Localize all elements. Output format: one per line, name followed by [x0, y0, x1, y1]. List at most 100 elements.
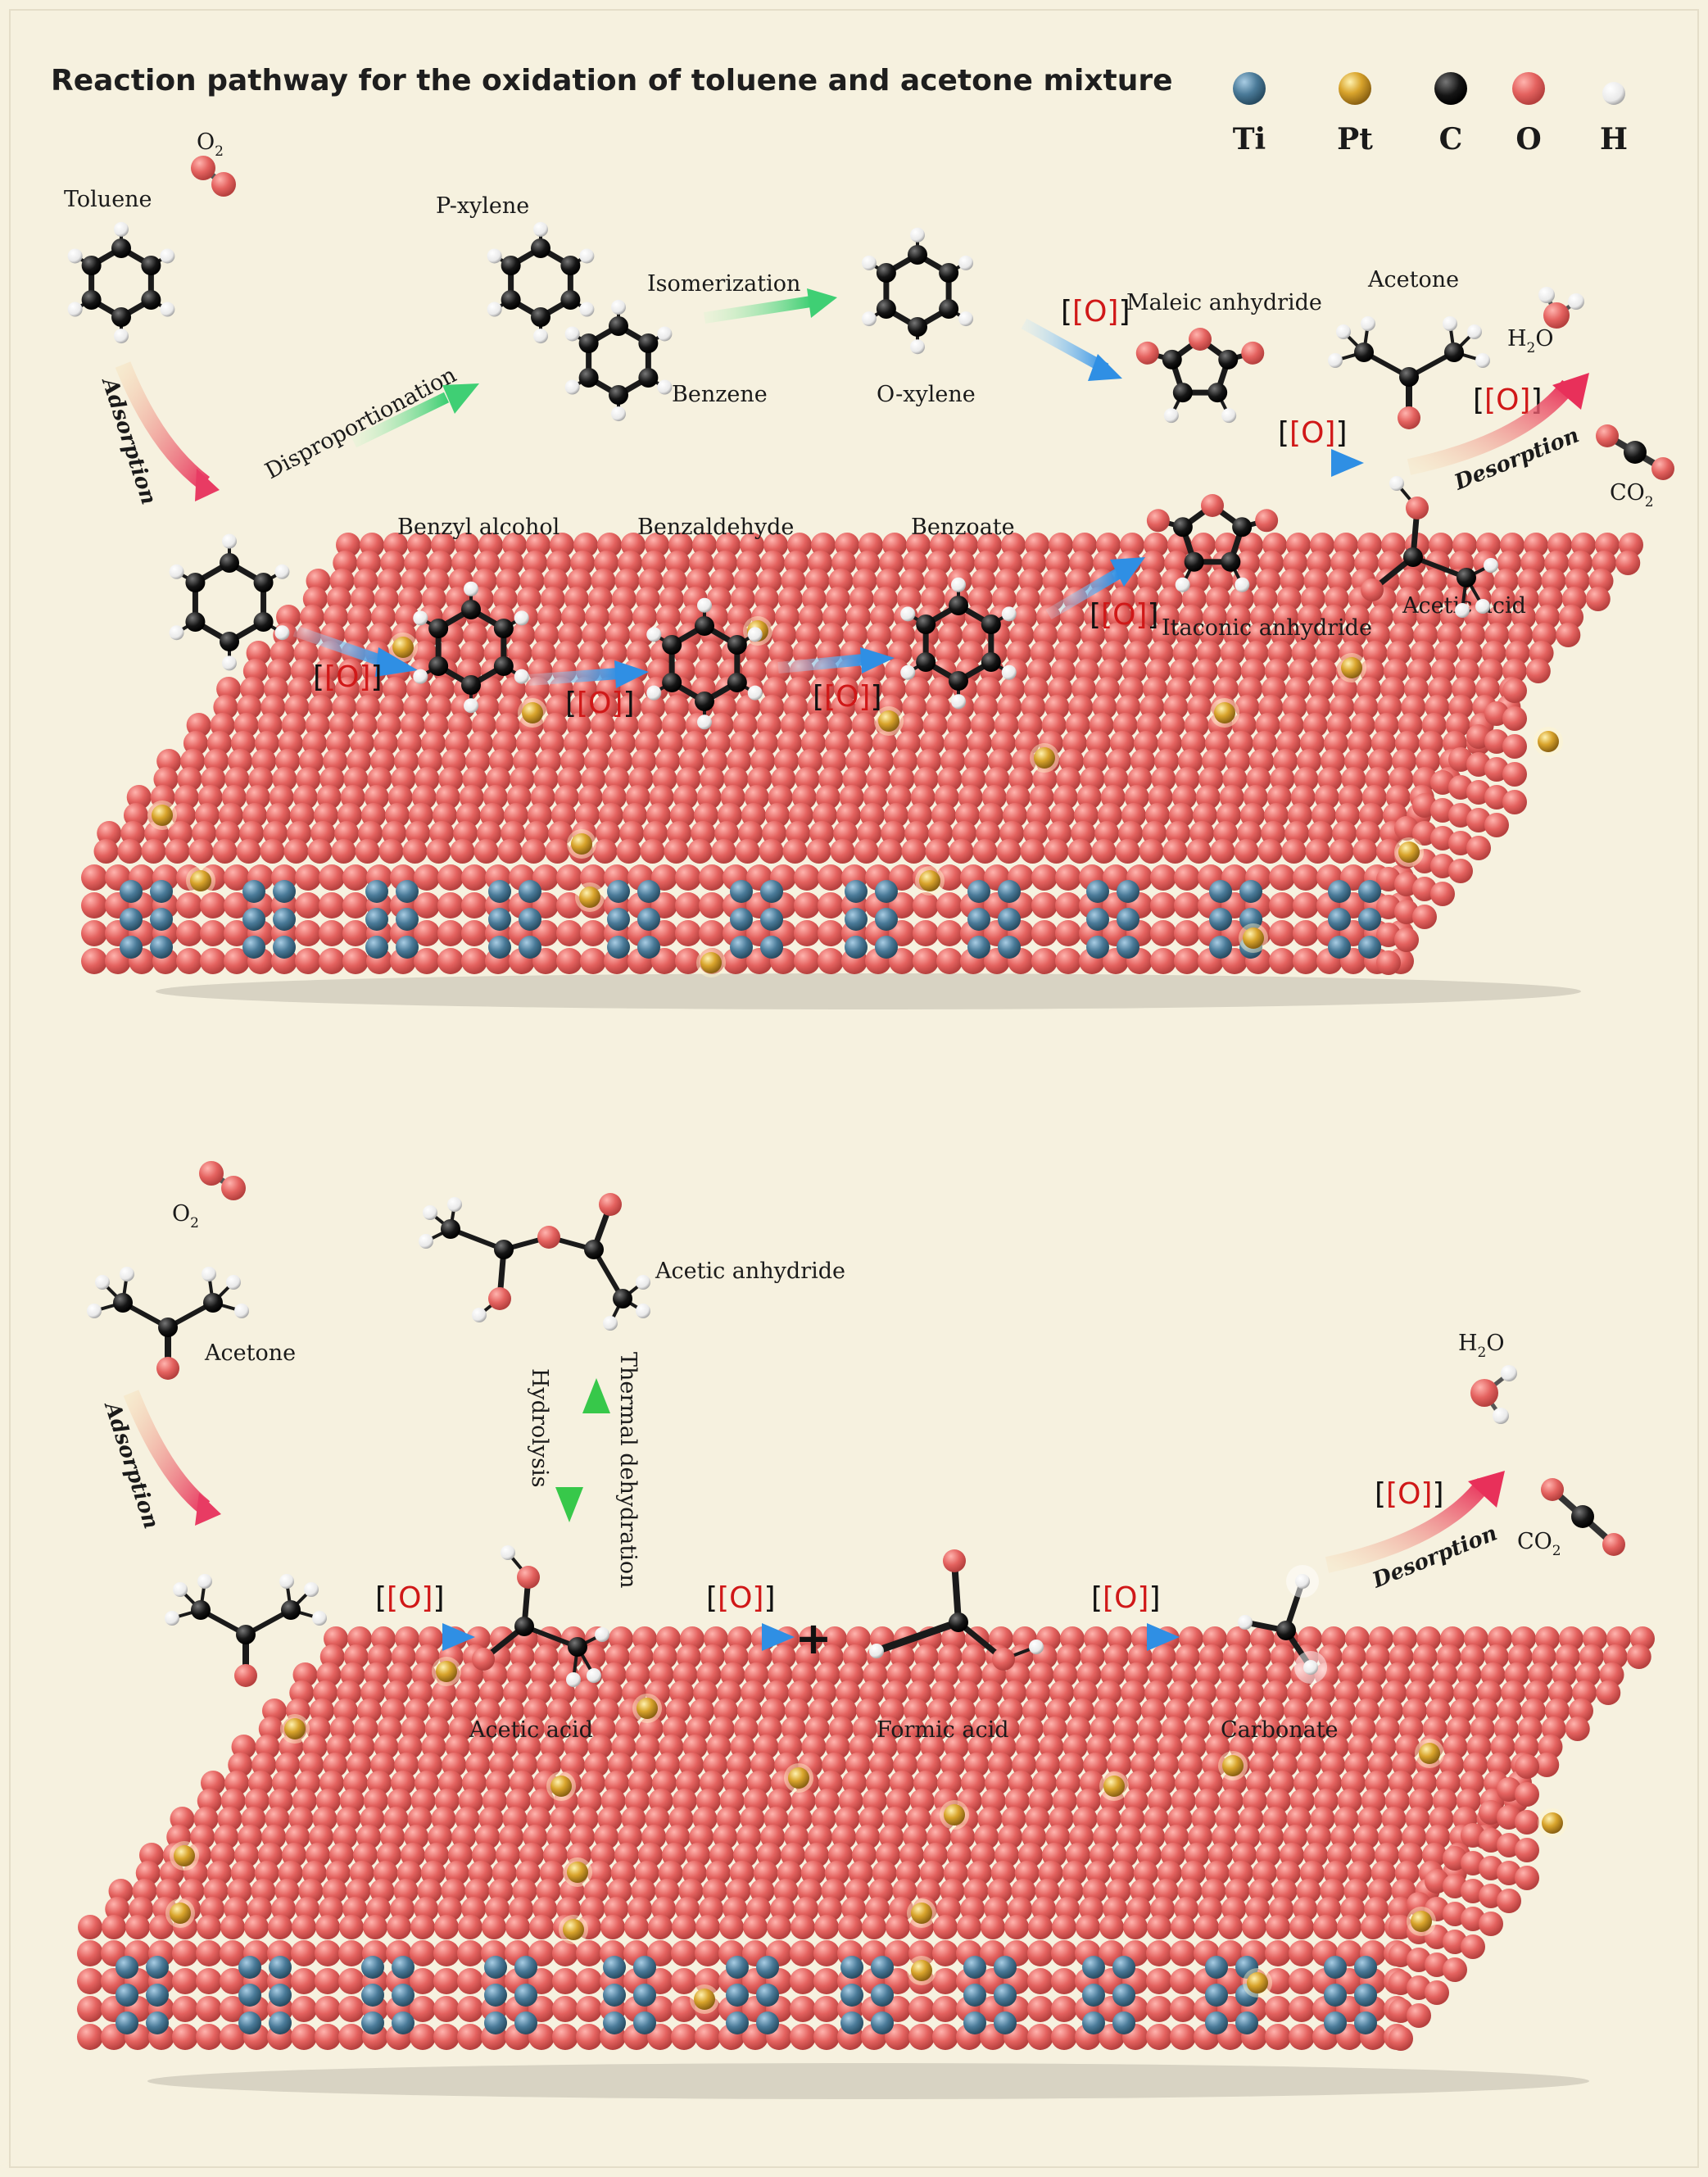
- top-ox-arrow-surface-2: [528, 668, 619, 686]
- top-catalyst-slab: [81, 533, 1643, 1009]
- bottom-ox-label-2: [[O]]: [706, 1581, 776, 1615]
- bottom-desorption-arrowhead: [1468, 1471, 1505, 1508]
- top-o2-molecule: [191, 156, 236, 197]
- adsorbed-toluene-molecule: [169, 533, 290, 671]
- bottom-ox-label-3: [[O]]: [1091, 1581, 1161, 1615]
- top-desorption-arrowhead: [1552, 373, 1589, 410]
- disproportionation-arrowhead: [442, 383, 479, 414]
- bottom-catalyst-slab: [77, 1626, 1655, 2099]
- bottom-acetic-acid-molecule: [472, 1545, 609, 1687]
- top-adsorption-arrow: [115, 361, 211, 490]
- o-xylene-label: O-xylene: [877, 382, 976, 407]
- legend-h: H: [1600, 82, 1628, 156]
- itaconic-anhydride-molecule: [1146, 494, 1279, 592]
- bottom-ox-label-1: [[O]]: [375, 1581, 445, 1615]
- formic-acid-label: Formic acid: [877, 1717, 1009, 1743]
- benzene-label: Benzene: [672, 382, 768, 407]
- bottom-ox-arrowhead-3: [1147, 1623, 1180, 1651]
- top-ox-label-1: [[O]]: [1061, 295, 1130, 329]
- top-h2o-molecule: [1538, 287, 1584, 329]
- bottom-co2-label: CO2: [1517, 1529, 1561, 1559]
- isomerization-arrowhead: [807, 288, 837, 318]
- hydrolysis-label: Hydrolysis: [527, 1368, 552, 1487]
- top-ox-arrow-surface-4: [1045, 568, 1121, 620]
- top-o2-label: O2: [197, 129, 224, 160]
- toluene-molecule: [67, 221, 175, 344]
- top-acetone-molecule: [1328, 316, 1490, 429]
- top-ox-label-5: [[O]]: [565, 687, 635, 720]
- top-desorption-arrow: [1407, 379, 1575, 475]
- legend-c-label: C: [1439, 122, 1463, 156]
- top-toluene-label: Toluene: [64, 187, 152, 212]
- benzaldehyde-label: Benzaldehyde: [637, 515, 794, 540]
- maleic-anhydride-molecule: [1135, 328, 1265, 424]
- top-h2o-label: H2O: [1507, 326, 1554, 356]
- bottom-ox-label-4: [[O]]: [1375, 1477, 1444, 1511]
- top-ox-arrow-maleic: [1021, 318, 1109, 374]
- bottom-panel: O2 Acetone Adsorption Acetic anhydride H…: [77, 1161, 1655, 2099]
- top-acetone-label: Acetone: [1367, 267, 1459, 293]
- legend-h-label: H: [1600, 122, 1628, 156]
- hydrolysis-arrowhead: [555, 1487, 583, 1522]
- top-ox-arrowhead-maleic: [1088, 354, 1122, 381]
- bottom-acetic-acid-label: Acetic acid: [469, 1717, 593, 1743]
- disproportionation-arrow: [351, 392, 450, 448]
- benzyl-alcohol-molecule: [413, 581, 529, 714]
- top-panel: O2 Toluene Adsorption Disproportionation…: [64, 129, 1674, 1009]
- thermal-dehydration-arrowhead: [582, 1378, 610, 1413]
- isomerization-arrow: [703, 296, 813, 324]
- isomerization-label: Isomerization: [647, 271, 800, 297]
- top-ox-arrowhead-surface-2: [614, 660, 649, 688]
- bottom-h2o-label: H2O: [1458, 1331, 1505, 1361]
- p-xylene-molecule: [487, 221, 595, 344]
- o-xylene-molecule: [861, 227, 974, 355]
- legend-pt-label: Pt: [1337, 122, 1373, 156]
- thermal-dehydration-label: Thermal dehydration: [615, 1352, 641, 1589]
- bottom-desorption-arrow: [1325, 1477, 1492, 1573]
- bottom-acetone-molecule: [87, 1267, 249, 1380]
- top-ox-label-7: [[O]]: [1090, 598, 1159, 632]
- bottom-co2-molecule: [1541, 1478, 1625, 1556]
- top-adsorption-arrowhead: [195, 469, 220, 501]
- acetic-anhydride-molecule: [419, 1193, 650, 1331]
- adsorbed-acetone-molecule: [165, 1574, 327, 1687]
- top-ox-label-4: [[O]]: [313, 660, 383, 694]
- top-acetic-acid-molecule: [1361, 476, 1498, 618]
- legend-o-label: O: [1515, 122, 1541, 156]
- top-ox-arrow-surface-1: [292, 625, 387, 668]
- p-xylene-label: P-xylene: [436, 193, 529, 219]
- top-ox-arrowhead-surface-1: [375, 647, 418, 677]
- top-co2-label: CO2: [1610, 480, 1654, 510]
- itaconic-anhydride-label: Itaconic anhydride: [1162, 615, 1372, 641]
- carbonate-molecule: [1238, 1565, 1327, 1684]
- top-co2-molecule: [1596, 424, 1674, 480]
- legend-c: C: [1434, 72, 1467, 156]
- bottom-h2o-molecule: [1470, 1365, 1517, 1424]
- plus-sign: +: [795, 1612, 831, 1664]
- top-ox-label-6: [[O]]: [813, 680, 882, 714]
- top-ox-arrowhead-acetone: [1331, 449, 1364, 477]
- bottom-ox-arrowhead-2: [762, 1623, 795, 1651]
- bottom-o2-molecule: [199, 1161, 246, 1200]
- bottom-acetone-label: Acetone: [204, 1340, 296, 1366]
- benzaldehyde-molecule: [646, 597, 763, 730]
- bottom-adsorption-arrow: [123, 1390, 211, 1514]
- legend-o: O: [1512, 72, 1545, 156]
- legend-ti: Ti: [1233, 72, 1266, 156]
- top-ox-label-2: [[O]]: [1278, 416, 1348, 450]
- maleic-anhydride-label: Maleic anhydride: [1126, 290, 1322, 315]
- top-ox-arrowhead-surface-3: [860, 647, 895, 674]
- benzoate-molecule: [900, 577, 1017, 710]
- bottom-adsorption-arrowhead: [195, 1493, 221, 1526]
- bottom-ox-arrowhead-1: [442, 1623, 475, 1651]
- top-ox-arrow-surface-3: [777, 654, 865, 674]
- acetic-anhydride-label: Acetic anhydride: [655, 1259, 845, 1284]
- legend-ti-label: Ti: [1233, 122, 1266, 156]
- benzyl-alcohol-label: Benzyl alcohol: [397, 515, 560, 540]
- legend-pt: Pt: [1337, 72, 1373, 156]
- benzene-molecule: [564, 299, 673, 422]
- bottom-o2-label: O2: [172, 1201, 199, 1231]
- atom-legend: Ti Pt C O H: [1233, 72, 1628, 156]
- benzoate-label: Benzoate: [911, 515, 1015, 540]
